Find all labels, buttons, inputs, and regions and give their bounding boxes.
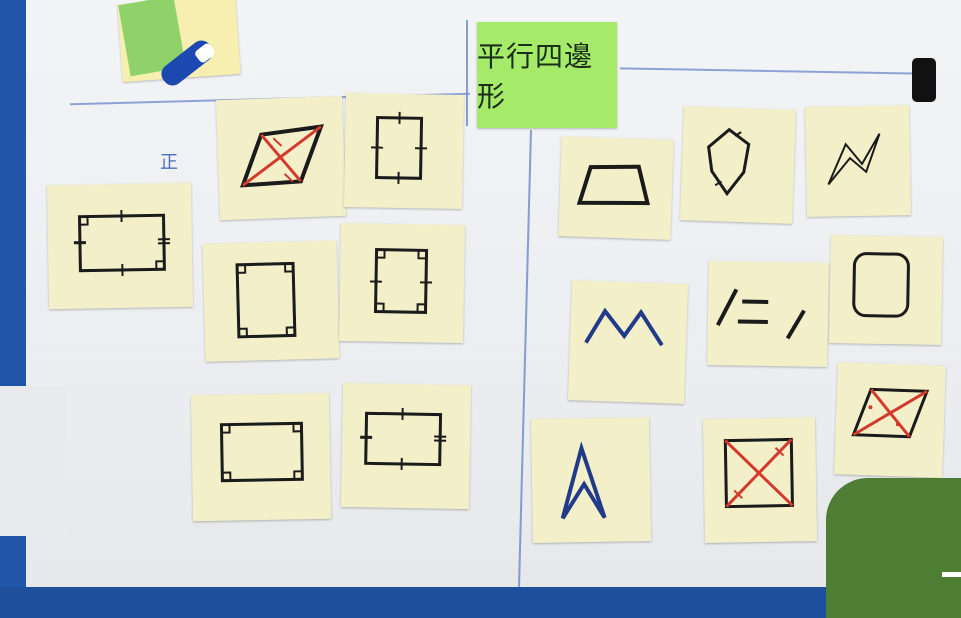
note-rhombus-red-diagonals bbox=[216, 96, 346, 220]
title-note: 平行四邊形 bbox=[477, 22, 617, 128]
title-note-text: 平行四邊形 bbox=[477, 35, 617, 115]
badge-bar bbox=[942, 572, 961, 577]
note-rectangle-marked-3 bbox=[341, 383, 471, 509]
note-rectangle-right-angles-3 bbox=[191, 393, 331, 521]
note-parallelogram-red-diagonals bbox=[834, 362, 946, 478]
divider-line-top bbox=[466, 20, 468, 126]
note-square-red-diagonals bbox=[703, 417, 817, 543]
note-trapezoid bbox=[558, 136, 673, 240]
left-label: 正 bbox=[160, 148, 178, 174]
paper-stack bbox=[0, 386, 66, 536]
note-z-shape bbox=[805, 105, 911, 217]
note-rectangle-marked bbox=[344, 93, 464, 209]
note-kite bbox=[680, 106, 796, 224]
black-marker-cap bbox=[912, 58, 936, 102]
note-square-right-angles bbox=[339, 223, 465, 343]
note-rounded-rectangle bbox=[829, 235, 943, 345]
note-zigzag-m bbox=[568, 280, 688, 404]
note-arrowhead bbox=[531, 417, 651, 543]
note-rectangle-marked-2 bbox=[47, 183, 193, 309]
note-rectangle-right-angles bbox=[202, 240, 339, 361]
corner-badge bbox=[826, 478, 961, 618]
note-parallel-lines bbox=[707, 261, 829, 367]
